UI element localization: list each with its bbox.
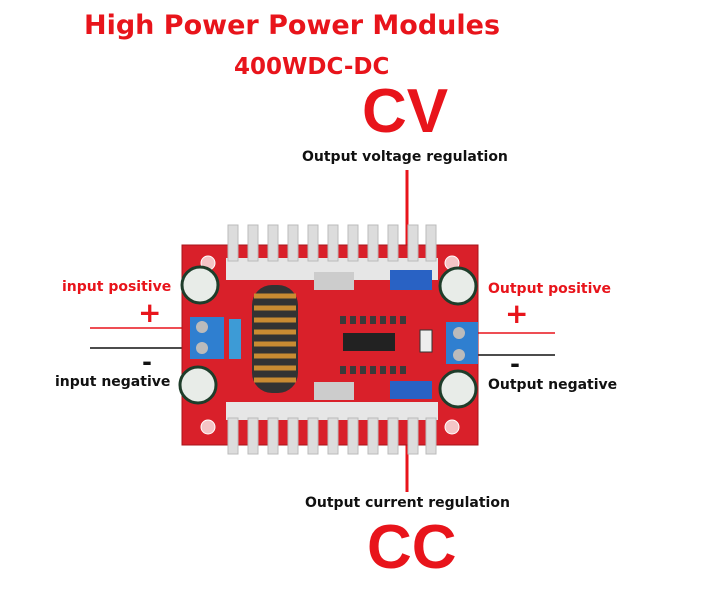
inductor: [252, 285, 298, 393]
input-positive-label: input positive: [62, 279, 172, 295]
subtitle: 400WDC-DC: [234, 54, 390, 80]
bottom-heatsink: [226, 402, 438, 455]
top-heatsink: [226, 224, 438, 280]
title: High Power Power Modules: [84, 10, 501, 41]
output-positive-sign: +: [505, 297, 529, 330]
fuse: [229, 319, 241, 359]
cc-mode-label: CC: [367, 513, 457, 582]
output-negative-sign: -: [510, 350, 520, 378]
cv-potentiometer: [390, 270, 432, 290]
shunt-resistor: [419, 329, 433, 353]
input-negative-sign: -: [142, 348, 152, 376]
output-negative-label: Output negative: [488, 377, 618, 393]
cv-mode-label: CV: [362, 77, 449, 146]
cv-description: Output voltage regulation: [302, 149, 508, 165]
cc-potentiometer: [390, 381, 432, 399]
cc-description: Output current regulation: [305, 495, 510, 511]
input-positive-sign: +: [138, 296, 162, 329]
control-ic: [343, 333, 395, 351]
output-positive-label: Output positive: [488, 281, 611, 297]
input-terminal: [190, 317, 224, 359]
input-negative-label: input negative: [55, 374, 171, 390]
capacitors: [178, 265, 478, 409]
